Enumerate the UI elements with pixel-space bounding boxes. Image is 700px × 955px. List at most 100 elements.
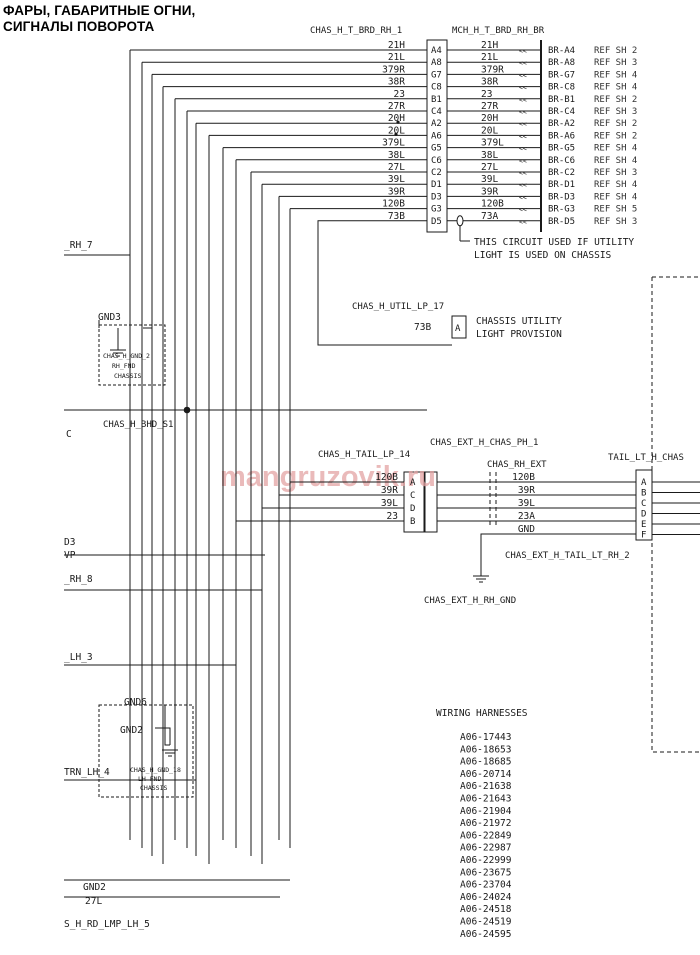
harness-item: A06-21638 bbox=[460, 781, 512, 792]
bulkhead-wire-label: 38L bbox=[388, 150, 405, 161]
util-wire-run bbox=[317, 220, 452, 346]
bulkhead-pin-label: D1 bbox=[431, 180, 442, 190]
ext-row: 39L bbox=[437, 498, 636, 509]
util-wire-label: 73B bbox=[414, 322, 431, 333]
bulkhead-br-label: BR-D3 bbox=[548, 192, 575, 202]
gnd2-wire bbox=[155, 727, 171, 745]
bulkhead-br-label: BR-A6 bbox=[548, 131, 575, 141]
bulkhead-ref-label: REF SH 2 bbox=[594, 131, 637, 141]
tail-lamp-wire-label: 120B bbox=[375, 472, 398, 483]
bulkhead-wire-label: 21H bbox=[388, 40, 405, 51]
gnd6-label: GND6 bbox=[124, 697, 147, 708]
tail-lamp-connector-label: CHAS_H_TAIL_LP_14 bbox=[318, 450, 410, 460]
bulkhead-ref-label: REF SH 4 bbox=[594, 83, 637, 93]
plug-symbol: << bbox=[519, 120, 527, 128]
plug-symbol: << bbox=[519, 181, 527, 189]
bulkhead-right-wire-label: 39L bbox=[481, 174, 498, 185]
plug-symbol: << bbox=[519, 157, 527, 165]
plug-symbol: << bbox=[519, 169, 527, 177]
bulkhead-ref-label: REF SH 4 bbox=[594, 156, 637, 166]
harness-item: A06-17443 bbox=[460, 732, 511, 743]
left-label-c: C bbox=[66, 429, 72, 440]
bulkhead-wire-label: 120B bbox=[382, 199, 405, 210]
bulkhead-pin-label: D3 bbox=[431, 192, 442, 202]
tail-lamp-pin-label: C bbox=[410, 491, 415, 501]
harness-item: A06-18653 bbox=[460, 744, 511, 755]
bulkhead-wire-label: 379L bbox=[382, 138, 405, 149]
bulkhead-pin-label: D5 bbox=[431, 217, 442, 227]
ext-tail-rh-connector-label: CHAS_EXT_H_TAIL_LT_RH_2 bbox=[505, 551, 630, 561]
tail-lamp-connector-body bbox=[403, 471, 425, 533]
ext-gnd-wire bbox=[480, 533, 636, 576]
bulkhead-br-label: BR-A8 bbox=[548, 58, 575, 68]
bulkhead-br-label: BR-D1 bbox=[548, 180, 575, 190]
plug-symbol: << bbox=[519, 96, 527, 104]
plug-symbol: << bbox=[519, 59, 527, 67]
ext-wire-label: 39R bbox=[518, 485, 535, 496]
bulkhead-pin-label: C4 bbox=[431, 107, 442, 117]
gnd6-wire bbox=[164, 705, 170, 746]
ext-row: 23A bbox=[437, 511, 636, 522]
harness-item: A06-23704 bbox=[460, 880, 512, 891]
bulkhead-pin-label: C6 bbox=[431, 156, 442, 166]
fuse-symbol bbox=[456, 215, 464, 227]
bulkhead-br-label: BR-C2 bbox=[548, 168, 575, 178]
util-lamp-connector-body bbox=[451, 315, 467, 339]
tail-light-pin-label: B bbox=[641, 489, 646, 499]
left-label-trn-lh4: TRN_LH_4 bbox=[64, 767, 110, 778]
title-line: ФАРЫ, ГАБАРИТНЫЕ ОГНИ, bbox=[3, 3, 196, 18]
plug-symbol: << bbox=[519, 47, 527, 55]
ext-connector-body bbox=[424, 471, 438, 533]
bulkhead-wire-label: 39R bbox=[388, 186, 405, 197]
rh-ground-block bbox=[98, 324, 166, 386]
right-bulkhead-connector-label: MCH_H_T_BRD_RH_BR bbox=[452, 26, 545, 36]
left-bulkhead-connector-label: CHAS_H_T_BRD_RH_1 bbox=[310, 26, 402, 36]
ext-row: GND bbox=[480, 524, 636, 576]
harness-item: A06-22987 bbox=[460, 843, 511, 854]
bulkhead-right-wire-label: 20L bbox=[481, 125, 498, 136]
util-lamp-pin-label: A bbox=[455, 324, 461, 334]
bulkhead-ref-label: REF SH 3 bbox=[594, 168, 637, 178]
bulkhead-br-label: BR-C4 bbox=[548, 107, 575, 117]
left-label-lh3: _LH_3 bbox=[64, 652, 93, 663]
plug-symbol: << bbox=[519, 145, 527, 153]
harness-list: A06-17443A06-18653A06-18685A06-20714A06-… bbox=[460, 732, 512, 940]
watermark: mangruzovik.ru bbox=[220, 461, 436, 493]
ext-row: 39R bbox=[437, 485, 636, 496]
tail-lamp-wire-label: 39L bbox=[381, 498, 398, 509]
gnd2-label: GND2 bbox=[120, 725, 143, 736]
bulkhead-br-label: BR-A2 bbox=[548, 119, 575, 129]
plug-symbol: << bbox=[519, 71, 527, 79]
bulkhead-right-wire-label: 379R bbox=[481, 64, 504, 75]
left-label-d3: D3 bbox=[64, 537, 75, 548]
bulkhead-wire-label: 379R bbox=[382, 64, 405, 75]
bulkhead-wire-label: 39L bbox=[388, 174, 405, 185]
harness-item: A06-22999 bbox=[460, 855, 512, 866]
tail-lamp-pin-label: B bbox=[410, 517, 415, 527]
harness-item: A06-23675 bbox=[460, 867, 511, 878]
ext-rh-ground-label: CHAS_EXT_H_RH_GND bbox=[424, 596, 516, 606]
tail-light-pin-label: A bbox=[641, 478, 647, 488]
harness-item: A06-24518 bbox=[460, 904, 512, 915]
bulkhead-ref-label: REF SH 3 bbox=[594, 217, 637, 227]
splice-dot bbox=[394, 132, 398, 136]
tail-lamp-pin-label: A bbox=[410, 478, 416, 488]
bulkhead-pin-label: C2 bbox=[431, 168, 442, 178]
title-line: СИГНАЛЫ ПОВОРОТА bbox=[3, 19, 155, 34]
lh-ground-label-3: CHASSIS bbox=[140, 784, 167, 792]
tail-light-connector-label: TAIL_LT_H_CHAS bbox=[608, 453, 684, 463]
bulkhead-pin-label: A2 bbox=[431, 119, 442, 129]
